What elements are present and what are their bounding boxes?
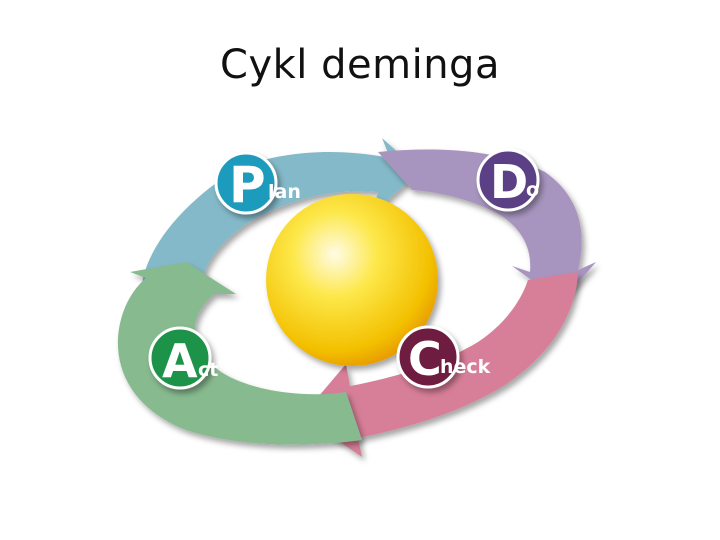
center-sphere (266, 194, 438, 366)
check-badge-text: heck (440, 356, 491, 378)
plan-badge-circle (214, 151, 278, 215)
do-badge: D o (476, 148, 540, 212)
do-badge-circle (476, 148, 540, 212)
act-badge-text: ct (198, 359, 218, 381)
act-badge: A ct (148, 326, 218, 390)
do-arrow (378, 149, 596, 302)
plan-badge-letter: P (229, 156, 266, 214)
act-arrow (117, 262, 362, 445)
act-badge-letter: A (162, 334, 198, 388)
check-badge-circle (396, 325, 460, 389)
do-badge-text: o (526, 179, 539, 201)
plan-arrow (142, 138, 420, 283)
act-badge-circle (148, 326, 212, 390)
check-badge-letter: C (408, 332, 442, 386)
check-badge: C heck (396, 325, 491, 389)
slide-title: Cykl deminga (220, 42, 500, 88)
plan-badge: P lan (214, 151, 301, 215)
do-badge-letter: D (490, 155, 528, 209)
plan-badge-text: lan (268, 181, 301, 203)
